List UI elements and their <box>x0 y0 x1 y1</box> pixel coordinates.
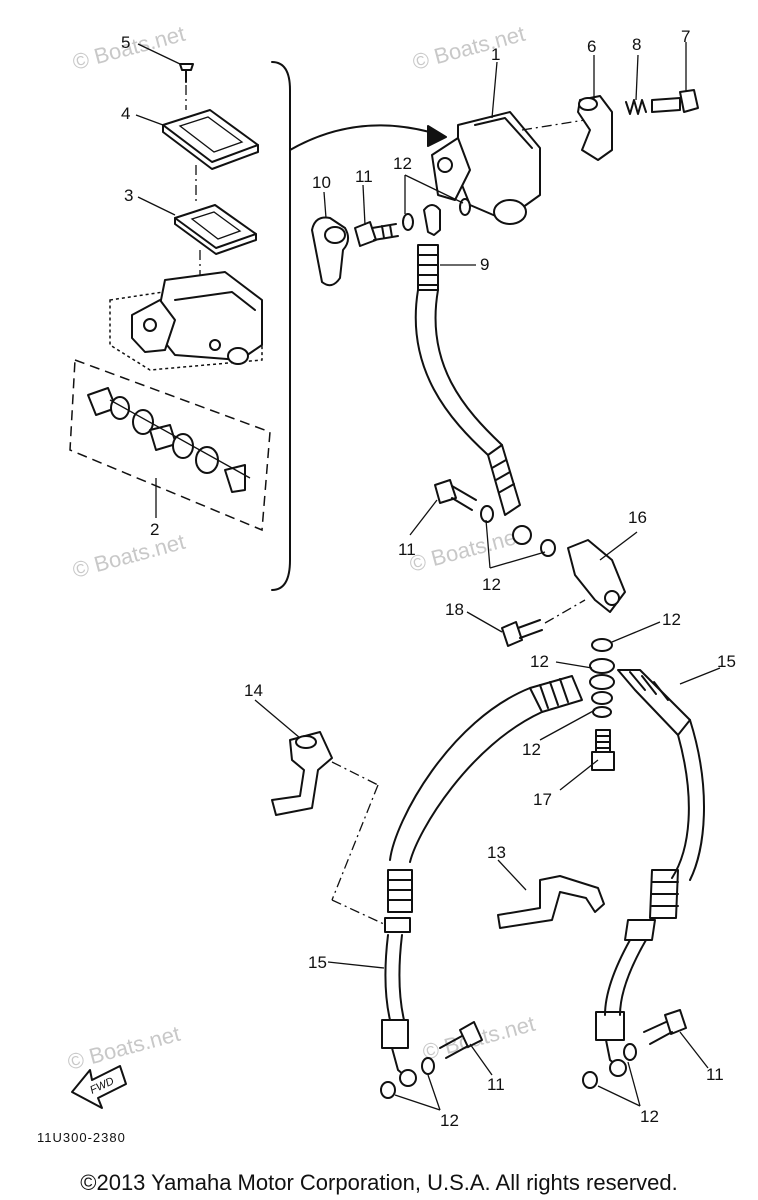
part-label: 5 <box>121 33 130 52</box>
reservoir-cap-4 <box>162 109 259 170</box>
exploded-view-bracket <box>271 61 291 591</box>
bolt-7 <box>651 89 699 113</box>
spring-8 <box>625 99 647 115</box>
part-label: 2 <box>150 520 159 539</box>
part-label: 11 <box>487 1075 505 1094</box>
clamp-6 <box>577 95 613 161</box>
union-bolt-11-bottom-left <box>439 1021 483 1059</box>
part-label: 11 <box>398 540 416 559</box>
part-label: 8 <box>632 35 641 54</box>
part-label: 1 <box>491 45 500 64</box>
washer-12 <box>459 198 471 216</box>
bracket-14 <box>271 731 387 926</box>
bracket-13 <box>497 875 605 929</box>
watermark: © Boats.net <box>410 21 528 75</box>
forward-arrow-icon: FWD <box>71 1065 127 1109</box>
part-label: 9 <box>480 255 489 274</box>
brake-hose-15-left <box>381 675 583 1087</box>
bolt-18 <box>501 599 586 647</box>
union-bolt-11-bottom-right <box>643 1009 687 1045</box>
part-label: 12 <box>522 740 541 759</box>
part-label: 13 <box>487 843 506 862</box>
master-cylinder-body-exploded <box>109 271 263 371</box>
washer-12 <box>380 1081 396 1099</box>
part-label: 7 <box>681 27 690 46</box>
washer-12 <box>540 539 556 557</box>
part-label: 10 <box>312 173 331 192</box>
part-label: 6 <box>587 37 596 56</box>
part-label: 4 <box>121 104 130 123</box>
part-label: 14 <box>244 681 263 700</box>
assembly-arrowhead <box>427 125 447 147</box>
hose-junction <box>589 638 615 718</box>
part-label: 18 <box>445 600 464 619</box>
leader-lines <box>135 42 721 1111</box>
part-label: 12 <box>482 575 501 594</box>
watermark: © Boats.net <box>407 523 525 577</box>
brake-hose-9 <box>414 204 532 545</box>
diaphragm-3 <box>174 204 257 255</box>
washer-12 <box>623 1043 637 1061</box>
part-label: 3 <box>124 186 133 205</box>
watermark: © Boats.net <box>65 1021 183 1075</box>
brake-joint-16 <box>567 539 626 613</box>
union-bolt-11-middle <box>434 479 477 511</box>
master-cylinder-1 <box>431 111 541 225</box>
diagram-code: 11U300-2380 <box>37 1130 126 1145</box>
union-bolt-11-top <box>354 221 399 247</box>
washer-12 <box>582 1071 598 1089</box>
assembly-arrow <box>289 124 441 151</box>
washer-12 <box>421 1057 435 1075</box>
part-label: 15 <box>308 953 327 972</box>
part-label: 15 <box>717 652 736 671</box>
copyright-notice: ©2013 Yamaha Motor Corporation, U.S.A. A… <box>80 1170 678 1195</box>
part-label: 12 <box>440 1111 459 1130</box>
watermark: © Boats.net <box>70 529 188 583</box>
piston-kit-2 <box>69 358 271 532</box>
bolt-17 <box>591 729 615 771</box>
screw-5 <box>179 63 194 83</box>
boot-10 <box>311 216 349 287</box>
washer-12 <box>402 213 414 231</box>
part-label: 12 <box>530 652 549 671</box>
part-label: 12 <box>640 1107 659 1126</box>
brake-hose-15-right <box>595 669 705 1077</box>
part-label: 11 <box>706 1065 724 1084</box>
part-label: 12 <box>662 610 681 629</box>
part-label: 17 <box>533 790 552 809</box>
part-labels: 5 4 3 2 1 6 8 7 10 11 12 9 11 12 16 18 1… <box>121 27 736 1130</box>
part-label: 16 <box>628 508 647 527</box>
washer-12 <box>480 505 494 523</box>
part-label: 12 <box>393 154 412 173</box>
part-label: 11 <box>355 167 373 186</box>
